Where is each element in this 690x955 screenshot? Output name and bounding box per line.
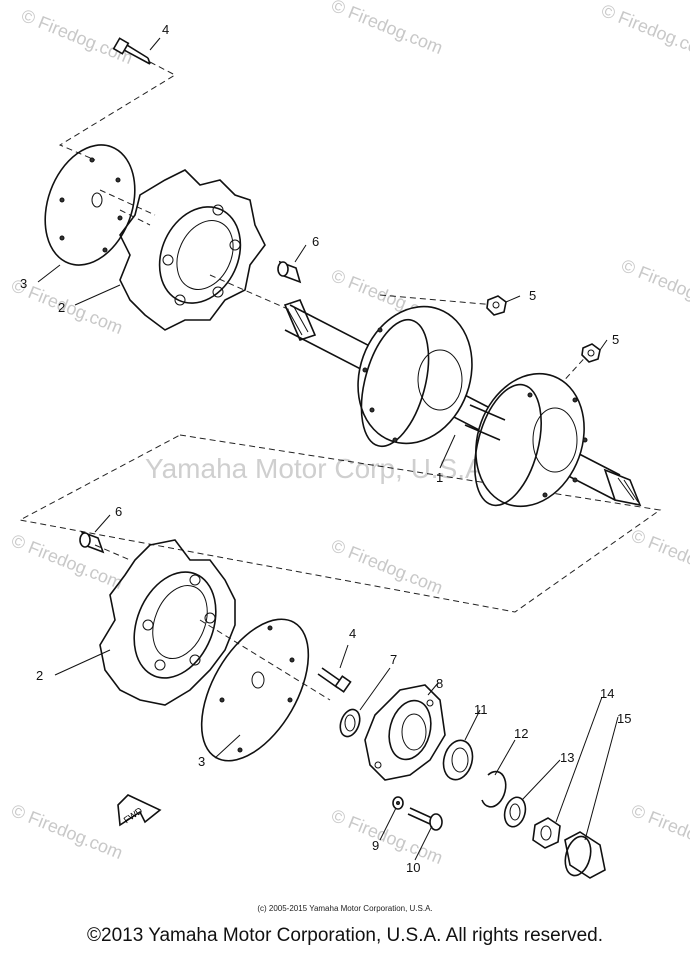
callout-15: 15	[617, 711, 631, 726]
callout-6-top: 6	[312, 234, 319, 249]
callout-1: 1	[436, 470, 443, 485]
callout-10: 10	[406, 860, 420, 875]
seal	[339, 708, 361, 738]
watermark-firedog: © Firedog.com	[9, 530, 126, 593]
sprocket-bottom	[99, 539, 236, 706]
callout-12: 12	[514, 726, 528, 741]
bearing-housing	[364, 684, 446, 781]
washer	[503, 796, 527, 828]
axle-nut	[532, 817, 561, 849]
callout-4-top: 4	[162, 22, 169, 37]
callout-3-top: 3	[20, 276, 27, 291]
watermark-firedog: © Firedog.com	[9, 800, 126, 863]
bolt-bottom	[317, 667, 352, 693]
watermark-firedog: © Firedog.com	[619, 255, 690, 318]
callout-9: 9	[372, 838, 379, 853]
collar-bottom	[79, 530, 105, 554]
fwd-arrow-icon: FWD	[117, 794, 162, 827]
callout-7: 7	[390, 652, 397, 667]
callout-3-bottom: 3	[198, 754, 205, 769]
bolt-housing	[407, 807, 443, 831]
sprocket-top	[119, 169, 266, 331]
watermark-center: Yamaha Motor Corp, U.S.A.	[145, 453, 492, 484]
end-cap	[564, 831, 606, 879]
watermark-firedog: © Firedog.com	[629, 800, 690, 863]
circlip	[481, 770, 507, 808]
callout-numbers: 4 3 2 6 5 5 1 6 2 3 4 7 8 9 10 11 12 13 …	[20, 22, 631, 875]
watermark-firedog: © Firedog.com	[329, 805, 446, 868]
callout-8: 8	[436, 676, 443, 691]
plate-bottom	[200, 618, 310, 762]
watermark-layer: © Firedog.com © Firedog.com © Firedog.co…	[9, 0, 690, 868]
callout-5-b: 5	[612, 332, 619, 347]
callout-5-a: 5	[529, 288, 536, 303]
callout-11: 11	[474, 702, 488, 717]
bearing	[442, 739, 474, 781]
nut-a	[486, 295, 507, 316]
watermark-firedog: © Firedog.com	[629, 525, 690, 588]
callout-2-bottom: 2	[36, 668, 43, 683]
watermark-firedog: © Firedog.com	[19, 5, 136, 68]
bolt-top	[112, 37, 151, 65]
washer-small	[392, 796, 404, 810]
watermark-firedog: © Firedog.com	[329, 0, 446, 58]
plate-top	[44, 144, 136, 266]
shaft-assembly	[283, 299, 642, 508]
watermark-firedog: © Firedog.com	[599, 0, 690, 63]
small-copyright: (c) 2005-2015 Yamaha Motor Corporation, …	[257, 904, 433, 913]
leader-lines	[37, 37, 619, 861]
collar-top	[277, 260, 302, 284]
callout-6-bottom: 6	[115, 504, 122, 519]
callout-2-top: 2	[58, 300, 65, 315]
main-copyright: ©2013 Yamaha Motor Corporation, U.S.A. A…	[87, 925, 603, 946]
callout-13: 13	[560, 750, 574, 765]
nut-b	[581, 343, 601, 363]
callout-4-bottom: 4	[349, 626, 356, 641]
callout-14: 14	[600, 686, 614, 701]
